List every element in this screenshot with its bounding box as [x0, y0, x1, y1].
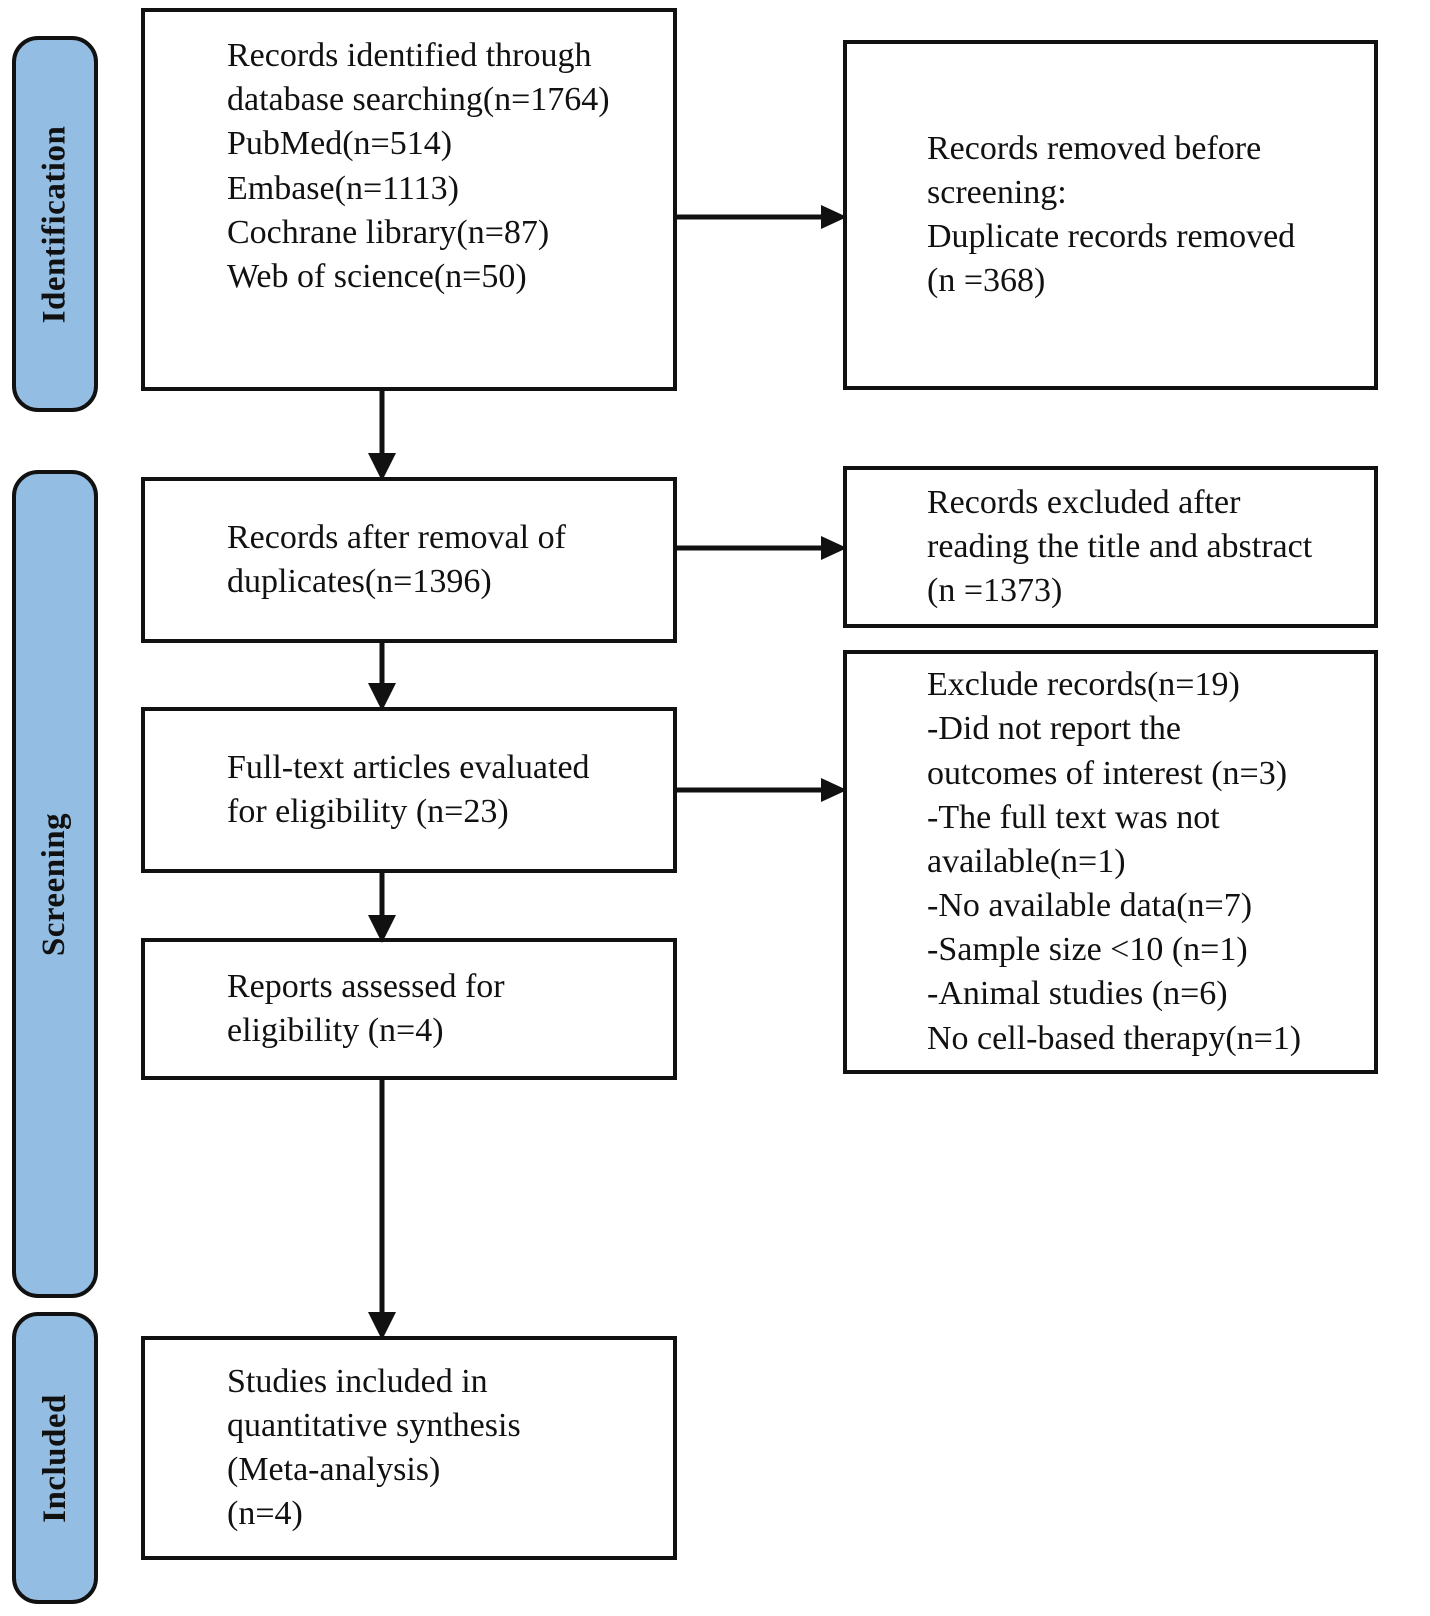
box-records-after-duplicates: Records after removal of duplicates(n=13…	[141, 477, 677, 643]
box-fulltext-evaluated-text: Full-text articles evaluated for eligibi…	[227, 748, 590, 830]
box-records-identified: Records identified through database sear…	[141, 8, 677, 391]
stage-label-included: Included	[36, 1393, 73, 1523]
box-records-after-duplicates-text: Records after removal of duplicates(n=13…	[227, 518, 566, 600]
connector-identified-to-removed	[677, 205, 847, 229]
connector-fulltext-to-reports-assessed	[368, 873, 396, 943]
stage-label-identification: Identification	[36, 125, 73, 323]
connector-identified-to-after-duplicates	[368, 391, 396, 481]
box-records-removed-before-screening: Records removed before screening: Duplic…	[843, 40, 1378, 390]
box-records-excluded-title-abstract-text: Records excluded after reading the title…	[927, 483, 1313, 610]
box-fulltext-evaluated: Full-text articles evaluated for eligibi…	[141, 707, 677, 873]
box-excluded-records-detail: Exclude records(n=19) -Did not report th…	[843, 650, 1378, 1074]
box-records-removed-before-screening-text: Records removed before screening: Duplic…	[927, 129, 1296, 300]
stage-pill-screening: Screening	[12, 470, 98, 1298]
stage-pill-identification: Identification	[12, 36, 98, 412]
connector-reports-assessed-to-studies-included	[368, 1080, 396, 1340]
connector-after-duplicates-to-fulltext	[368, 643, 396, 711]
box-studies-included: Studies included in quantitative synthes…	[141, 1336, 677, 1560]
connector-after-duplicates-to-excluded	[677, 536, 847, 560]
box-records-identified-text: Records identified through database sear…	[227, 37, 610, 295]
stage-pill-included: Included	[12, 1312, 98, 1604]
box-reports-assessed: Reports assessed for eligibility (n=4)	[141, 938, 677, 1080]
stage-label-screening: Screening	[36, 812, 73, 956]
connector-fulltext-to-excluded-detail	[677, 778, 847, 802]
box-reports-assessed-text: Reports assessed for eligibility (n=4)	[227, 967, 505, 1049]
box-records-excluded-title-abstract: Records excluded after reading the title…	[843, 466, 1378, 628]
box-studies-included-text: Studies included in quantitative synthes…	[227, 1362, 521, 1533]
box-excluded-records-detail-text: Exclude records(n=19) -Did not report th…	[927, 666, 1302, 1057]
